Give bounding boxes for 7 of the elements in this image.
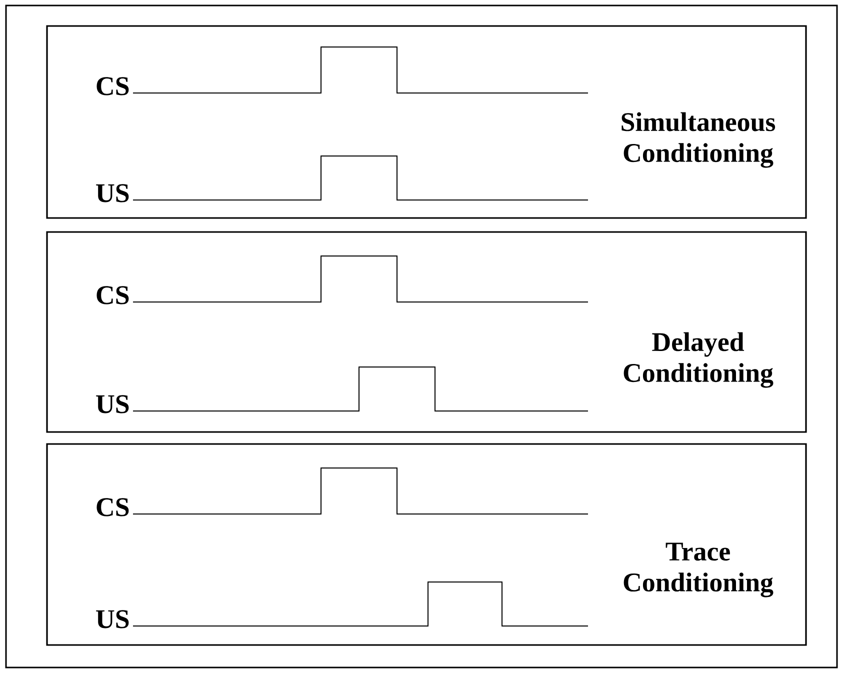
signal-label: US <box>96 610 129 628</box>
outer-frame <box>5 4 838 668</box>
signal-label: CS <box>96 286 129 304</box>
signal-label: CS <box>96 498 129 516</box>
signal-label: CS <box>96 77 129 96</box>
signal-label: US <box>96 395 129 414</box>
signal-label: US <box>96 184 129 202</box>
